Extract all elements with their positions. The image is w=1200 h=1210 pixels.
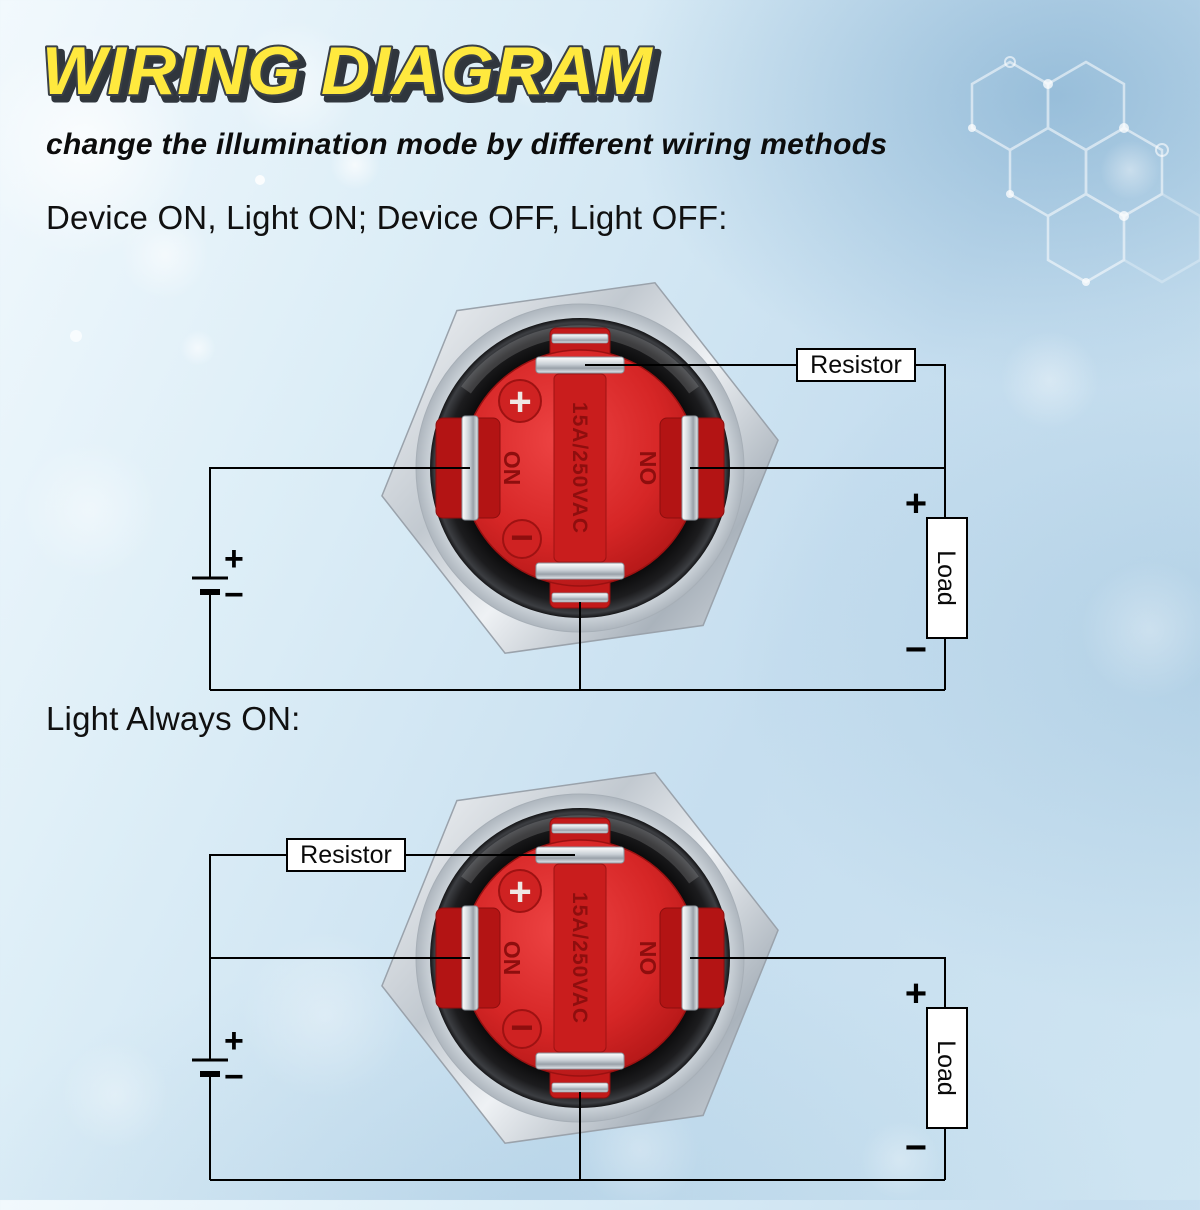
resistor-box	[286, 838, 406, 872]
push-button-switch-back: + − 15A/250VAC NO NO	[381, 771, 779, 1145]
load-plus-label: +	[905, 973, 927, 1015]
lamp-minus-mark: −	[510, 516, 533, 560]
polarity-plus-emblem	[498, 379, 542, 423]
load-component: + Load −	[905, 973, 968, 1169]
switch-rating-label: 15A/250VAC	[568, 402, 591, 534]
resistor-box	[796, 348, 916, 382]
lamp-slot-top	[551, 333, 609, 344]
circuit-wires	[209, 854, 946, 1181]
sparkle-dot	[255, 175, 265, 185]
battery-symbol: + −	[192, 1022, 244, 1096]
wiring-diagram-device-on-light-on: + − 15A/250VAC NO NO + − Resistor + Load…	[192, 281, 968, 691]
page-subtitle: change the illumination mode by differen…	[46, 128, 888, 161]
resistor-component: Resistor	[286, 838, 406, 872]
page-title-shadow: WIRING DIAGRAM	[47, 38, 658, 114]
load-minus-label: −	[905, 629, 927, 671]
load-label: Load	[932, 1040, 960, 1096]
switch-rating-label: 15A/250VAC	[568, 892, 591, 1024]
resistor-label: Resistor	[810, 351, 902, 379]
lamp-plus-mark: +	[508, 870, 531, 914]
wiring-diagram-light-always-on: + − 15A/250VAC NO NO + − Resistor + Load…	[192, 771, 968, 1181]
load-plus-label: +	[905, 483, 927, 525]
center-panel	[553, 373, 607, 563]
battery-symbol: + −	[192, 540, 244, 614]
section-heading-mode2: Light Always ON:	[46, 700, 301, 737]
battery-minus-label: −	[224, 576, 244, 614]
lamp-spade-terminal-bottom	[535, 562, 625, 580]
circuit-wires	[209, 364, 946, 691]
load-box	[926, 517, 968, 639]
polarity-plus-emblem	[498, 869, 542, 913]
load-minus-label: −	[905, 1127, 927, 1169]
load-component: + Load −	[905, 483, 968, 671]
polarity-minus-emblem	[502, 1009, 542, 1049]
bokeh-circle	[1100, 140, 1160, 200]
load-label: Load	[932, 550, 960, 606]
page-title: WIRING DIAGRAM WIRING DIAGRAM	[40, 31, 661, 118]
page-title-text: WIRING DIAGRAM	[42, 33, 653, 109]
push-button-switch-back: + − 15A/250VAC NO NO	[381, 281, 779, 655]
lamp-slot-bottom	[551, 592, 609, 603]
battery-plus-label: +	[224, 540, 244, 578]
lamp-plus-mark: +	[508, 380, 531, 424]
no-label-right: NO	[635, 941, 661, 976]
load-box	[926, 1007, 968, 1129]
resistor-component: Resistor	[796, 348, 916, 382]
battery-minus-label: −	[224, 1058, 244, 1096]
lamp-spade-terminal-bottom	[535, 1052, 625, 1070]
no-label-right: NO	[635, 451, 661, 486]
lamp-slot-bottom	[551, 1082, 609, 1093]
lamp-slot-top	[551, 823, 609, 834]
center-panel	[553, 863, 607, 1053]
polarity-minus-emblem	[502, 519, 542, 559]
resistor-label: Resistor	[300, 841, 392, 869]
section-heading-mode1: Device ON, Light ON; Device OFF, Light O…	[46, 199, 728, 236]
no-label-left: NO	[499, 941, 525, 976]
no-label-left: NO	[499, 451, 525, 486]
battery-plus-label: +	[224, 1022, 244, 1060]
lamp-minus-mark: −	[510, 1006, 533, 1050]
